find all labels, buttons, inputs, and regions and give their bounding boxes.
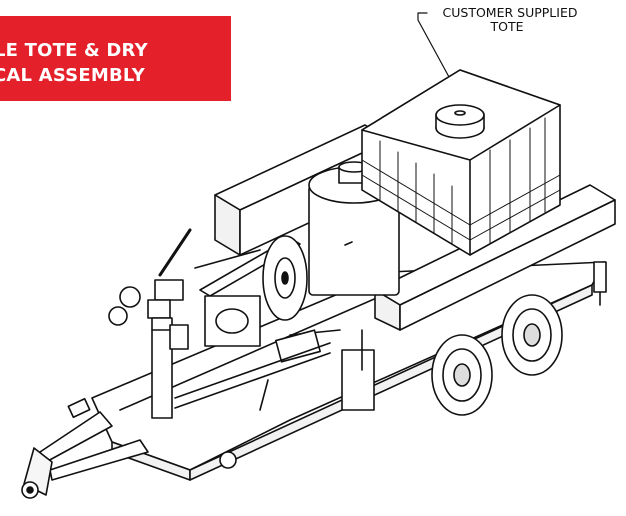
banner-title-line-1: LE TOTE & DRY bbox=[0, 40, 148, 61]
callout-line-2: TOTE bbox=[490, 19, 524, 34]
rear-jack bbox=[594, 262, 606, 305]
frame-rails bbox=[175, 330, 374, 410]
callout-leader-line bbox=[418, 13, 455, 88]
trailer-wheels bbox=[432, 295, 562, 415]
banner-title-line-2: MICAL ASSEMBLY bbox=[0, 65, 145, 86]
side-fender-box bbox=[375, 185, 615, 330]
customer-supplied-tote bbox=[362, 70, 560, 255]
trailer-tongue bbox=[22, 399, 236, 498]
callout-line-1: CUSTOMER SUPPLIED bbox=[442, 5, 578, 20]
pump-assembly bbox=[109, 230, 190, 418]
hose-reel bbox=[195, 236, 340, 362]
tote-callout-label: CUSTOMER SUPPLIED TOTE bbox=[420, 6, 600, 34]
title-banner: LE TOTE & DRY MICAL ASSEMBLY bbox=[0, 16, 231, 101]
